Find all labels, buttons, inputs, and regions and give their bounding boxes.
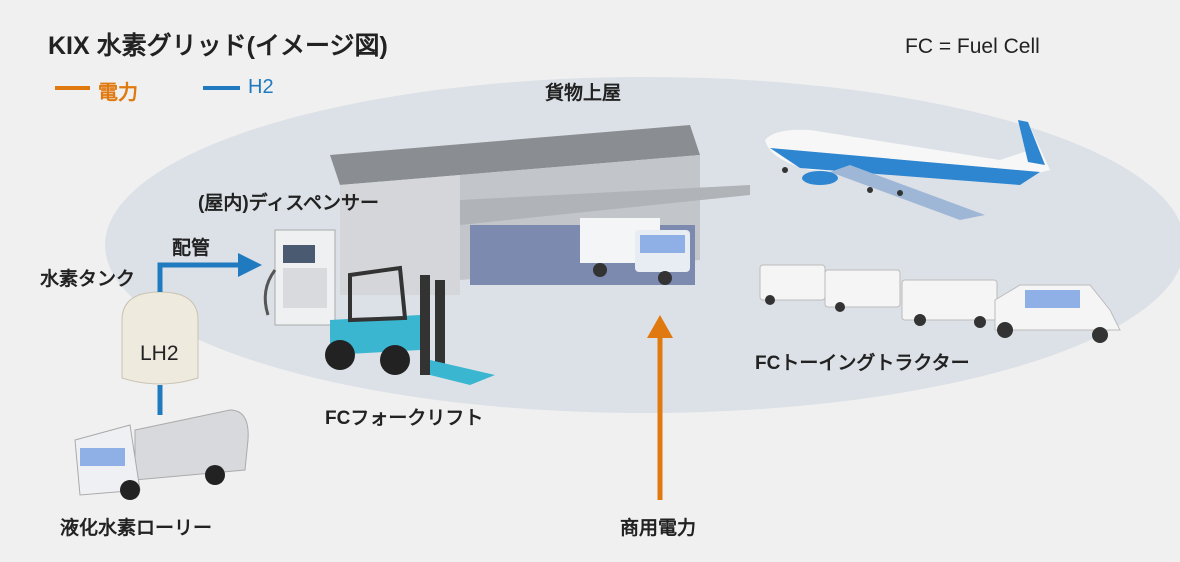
warehouse-label: 貨物上屋 <box>545 83 622 104</box>
piping-arrow <box>157 262 240 292</box>
commercial-power-label: 商用電力 <box>620 518 697 539</box>
hydrogen-tank-illustration <box>121 291 199 385</box>
piping-label: 配管 <box>172 238 211 259</box>
airplane-illustration <box>765 120 1050 220</box>
fc-note: FC = Fuel Cell <box>905 35 1040 58</box>
towing-tractor-illustration <box>759 264 1121 343</box>
legend-h2-label: H2 <box>248 76 274 98</box>
dispenser-illustration <box>263 229 336 326</box>
tank-content-label: LH2 <box>140 342 179 365</box>
piping-arrowhead <box>238 253 262 277</box>
lorry-illustration <box>74 409 249 500</box>
forklift-label: FCフォークリフト <box>325 408 484 429</box>
tank-label: 水素タンク <box>40 269 136 290</box>
lorry-label: 液化水素ローリー <box>60 518 213 539</box>
forklift-illustration <box>325 265 495 385</box>
commercial-power-arrowhead <box>647 315 673 338</box>
page-title: KIX 水素グリッド(イメージ図) <box>48 32 388 60</box>
towing-tractor-label: FCトーイングトラクター <box>755 353 970 374</box>
legend-power-label: 電力 <box>98 82 138 104</box>
dispenser-label: (屋内)ディスペンサー <box>198 193 379 214</box>
warehouse-illustration <box>330 125 750 295</box>
